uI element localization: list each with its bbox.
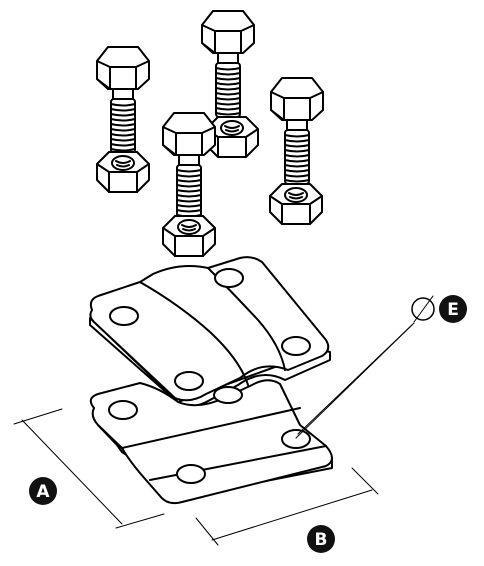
lower-plate-hole <box>213 386 243 404</box>
dimension-b: B <box>195 467 379 553</box>
diameter-callout: E <box>295 295 467 439</box>
bolt-back <box>201 10 255 118</box>
upper-plate-hole <box>174 371 204 391</box>
upper-clamp-plate <box>89 256 331 407</box>
lower-clamp-plate <box>89 379 333 505</box>
label-b: B <box>315 530 328 550</box>
nut-front <box>162 215 216 257</box>
upper-plate-hole <box>109 306 139 326</box>
lower-plate-hole <box>281 429 311 449</box>
nut-left <box>96 151 150 193</box>
label-a-badge <box>29 477 57 505</box>
bolt-left <box>96 46 150 154</box>
lower-plate-hole <box>176 464 206 484</box>
upper-plate-hole <box>281 336 311 356</box>
label-e: E <box>447 300 459 320</box>
label-a: A <box>36 482 50 502</box>
dimension-a: A <box>13 408 165 529</box>
label-e-badge <box>439 295 467 323</box>
bolt-right <box>270 77 324 185</box>
upper-plate-hole <box>214 268 244 288</box>
lower-plate-hole <box>108 400 138 420</box>
label-b-badge <box>307 525 335 553</box>
bolt-front <box>162 112 216 220</box>
nut-right <box>269 183 323 225</box>
